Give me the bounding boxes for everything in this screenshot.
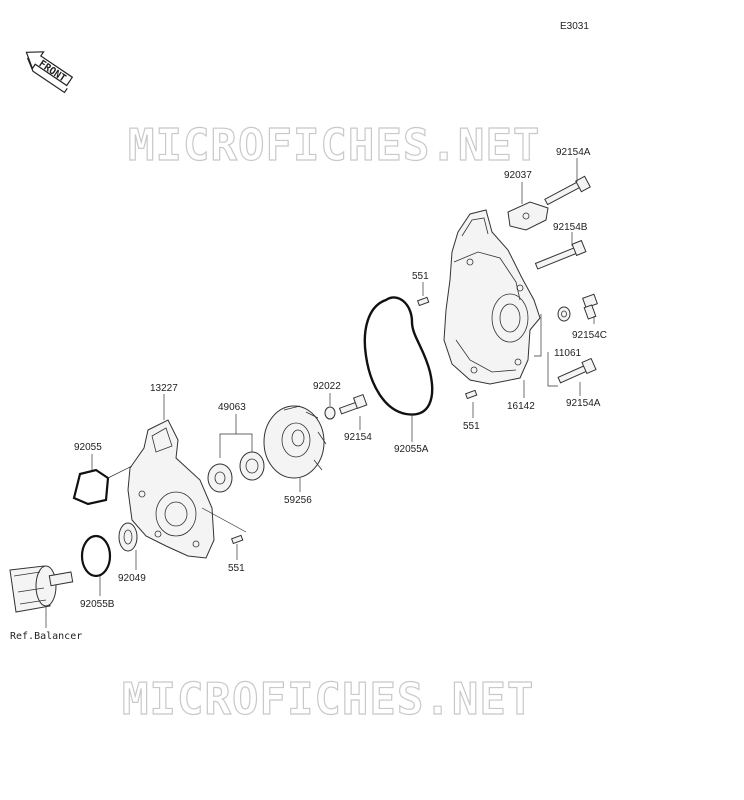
ref-balancer-label: Ref.Balancer xyxy=(10,631,82,642)
label-92154: 92154 xyxy=(344,432,372,443)
leader-lines xyxy=(45,158,595,628)
seal-49063-a xyxy=(207,463,233,493)
balancer-shaft xyxy=(9,565,74,613)
washer-92022 xyxy=(324,406,336,420)
label-16142: 16142 xyxy=(507,401,535,412)
front-arrow-icon: FRONT xyxy=(25,51,74,94)
label-92055B: 92055B xyxy=(80,599,115,610)
label-11061: 11061 xyxy=(554,348,582,359)
pin-551-mid xyxy=(464,389,478,400)
o-ring-92055B xyxy=(80,534,112,578)
label-92154A-bottom: 92154A xyxy=(566,398,601,409)
bolt-92154C xyxy=(582,293,598,320)
label-551-mid: 551 xyxy=(463,421,480,432)
label-551-top: 551 xyxy=(412,271,429,282)
label-92154C: 92154C xyxy=(572,330,607,341)
bolt-92154B xyxy=(534,239,587,270)
watermark-top: MICROFICHES.NET xyxy=(128,120,540,171)
bolt-92154A-top xyxy=(544,175,591,206)
o-ring-92055 xyxy=(72,468,110,506)
washer-11061 xyxy=(557,306,571,322)
label-92154B: 92154B xyxy=(553,222,588,233)
seal-49063-b xyxy=(239,451,265,481)
label-13227: 13227 xyxy=(150,383,178,394)
oil-seal-92049 xyxy=(118,522,138,552)
label-92022: 92022 xyxy=(313,381,341,392)
front-label: FRONT xyxy=(37,58,68,84)
pin-551-top xyxy=(416,296,430,307)
watermark-bottom: MICROFICHES.NET xyxy=(122,674,534,725)
label-92049: 92049 xyxy=(118,573,146,584)
pump-cover-16142 xyxy=(443,209,541,385)
bolt-92154 xyxy=(338,393,368,415)
housing-13227 xyxy=(127,419,215,559)
o-ring-92055A xyxy=(363,296,434,416)
label-92055A: 92055A xyxy=(394,444,429,455)
clamp-92037 xyxy=(507,201,549,231)
label-59256: 59256 xyxy=(284,495,312,506)
impeller-59256 xyxy=(263,405,327,479)
label-92055: 92055 xyxy=(74,442,102,453)
label-92037: 92037 xyxy=(504,170,532,181)
label-551-bottom: 551 xyxy=(228,563,245,574)
bolt-92154A-bottom xyxy=(557,357,597,384)
label-92154A-top: 92154A xyxy=(556,147,591,158)
pin-551-bottom xyxy=(230,534,244,545)
label-49063: 49063 xyxy=(218,402,246,413)
diagram-code: E3031 xyxy=(560,21,589,32)
